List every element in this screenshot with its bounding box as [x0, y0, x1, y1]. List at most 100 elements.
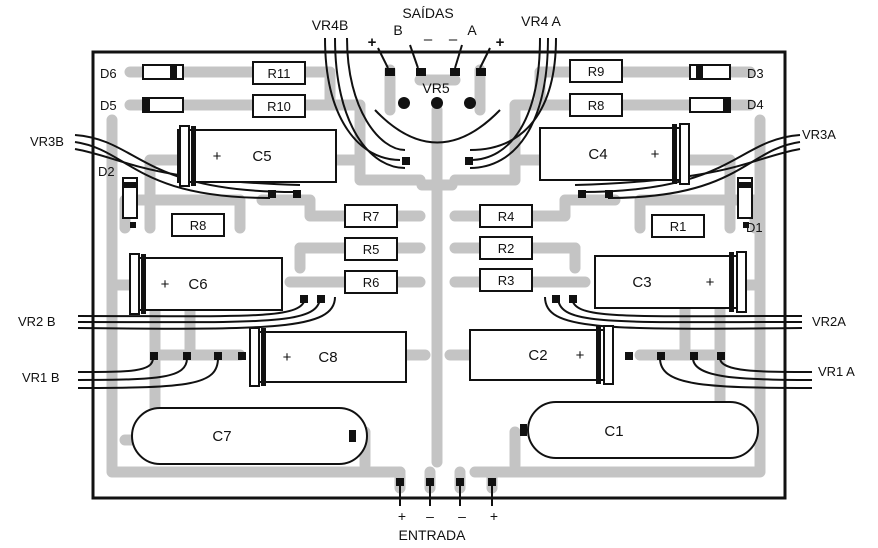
trace-d4-r8 [449, 99, 756, 186]
wire-out-4 [479, 47, 491, 69]
d4-label: D4 [747, 97, 764, 112]
wire-vr4a-1 [469, 37, 541, 161]
wire-vr2a-3 [544, 296, 803, 330]
d3-label: D3 [747, 66, 764, 81]
resistor-r7-body [344, 204, 398, 228]
r4-label: R4 [498, 209, 515, 224]
vr5-pin-1 [398, 97, 410, 109]
solder-pads [130, 68, 749, 486]
wire-vr4a-3 [469, 37, 557, 151]
vr5-pin-2 [431, 97, 443, 109]
c1-lead [520, 424, 527, 436]
c8-plus: + [283, 349, 292, 366]
vr5-pin-3 [464, 97, 476, 109]
resistor-r10-body [252, 94, 306, 118]
r7-label: R7 [363, 209, 380, 224]
resistor-r2-body [479, 236, 533, 260]
wire-vr4b-2 [334, 37, 406, 169]
diode-d2 [122, 177, 138, 219]
resistor-r8-left-body [171, 213, 225, 237]
resistor-r6-body [344, 270, 398, 294]
trace-right-outer [469, 114, 766, 478]
c4-label: C4 [588, 146, 607, 163]
wire-vr2b-1 [77, 296, 306, 318]
vr3a-label: VR3A [802, 127, 836, 142]
wire-out-3 [454, 44, 463, 69]
resistor-r11-body [252, 61, 306, 85]
in-sign-3: – [458, 508, 466, 524]
wire-vr4b-3 [346, 37, 406, 151]
resistor-r1-body [651, 214, 705, 238]
resistor-r9-body [569, 59, 623, 83]
vr5-arc [374, 109, 501, 144]
c5-label: C5 [252, 148, 271, 165]
d2-label: D2 [98, 164, 115, 179]
trace-left-outer [106, 114, 406, 478]
vr2a-label: VR2A [812, 314, 846, 329]
c3-label: C3 [632, 274, 651, 291]
c4-plus: + [651, 146, 660, 163]
wire-vr4a-2 [469, 37, 549, 169]
diode-d3 [689, 64, 731, 80]
r1-label: R1 [670, 219, 687, 234]
wire-vr1a-1 [719, 357, 813, 373]
wire-vr1a-3 [659, 357, 813, 389]
r8-top-label: R8 [588, 98, 605, 113]
vr1a-label: VR1 A [818, 364, 855, 379]
d1-label: D1 [746, 220, 763, 235]
wire-vr1a-2 [692, 357, 813, 381]
wire-out-2 [409, 44, 419, 69]
capacitor-c4 [539, 123, 690, 185]
trace-r1-right [634, 194, 761, 234]
trace-d3-r9 [534, 66, 756, 106]
saidas-label: SAÍDAS [402, 5, 453, 21]
wire-vr1b-2 [77, 357, 188, 381]
vr2b-label: VR2 B [18, 314, 56, 329]
out-sign-6: + [496, 34, 505, 51]
trace-c4-right [684, 154, 736, 234]
trace-c5-left [144, 154, 196, 234]
resistor-r5-body [344, 237, 398, 261]
wire-vr1b-1 [77, 357, 154, 373]
r10-label: R10 [267, 99, 291, 114]
wire-vr3a-3 [574, 148, 801, 186]
d6-label: D6 [100, 66, 117, 81]
trace-d5-r10 [124, 99, 426, 186]
c3-plus: + [706, 274, 715, 291]
entrada-label: ENTRADA [399, 527, 467, 543]
wire-vr2b-3 [77, 296, 336, 330]
capacitor-c2 [469, 325, 614, 385]
resistor-r3-body [479, 268, 533, 292]
wire-vr2a-2 [557, 296, 803, 324]
out-sign-3: – [424, 31, 433, 48]
out-sign-4: – [449, 31, 458, 48]
r8-left-label: R8 [190, 218, 207, 233]
vr4a-label: VR4 A [521, 13, 561, 29]
r6-label: R6 [363, 275, 380, 290]
wire-vr3b-2 [74, 141, 271, 199]
wire-vr1b-3 [77, 357, 219, 389]
wire-vr2b-2 [77, 296, 321, 324]
out-sign-1: + [368, 34, 377, 51]
capacitor-c8 [249, 327, 407, 387]
wire-out-1 [377, 47, 389, 69]
capacitor-c3 [594, 251, 747, 313]
r3-label: R3 [498, 273, 515, 288]
wires [74, 37, 813, 506]
vr5-label: VR5 [422, 80, 449, 96]
r11-label: R11 [268, 66, 291, 81]
capacitor-c5 [177, 125, 337, 187]
wire-vr3b-1 [74, 134, 296, 193]
vr4b-label: VR4B [312, 17, 349, 33]
c8-label: C8 [318, 349, 337, 366]
c7-label: C7 [212, 428, 231, 445]
capacitor-c6 [129, 253, 283, 315]
vr1b-label: VR1 B [22, 370, 60, 385]
r2-label: R2 [498, 241, 515, 256]
diode-d4 [689, 97, 731, 113]
in-sign-1: + [398, 508, 406, 524]
c2-label: C2 [528, 347, 547, 364]
c2-plus: + [576, 347, 585, 364]
copper-traces [106, 64, 766, 494]
r5-label: R5 [363, 242, 380, 257]
